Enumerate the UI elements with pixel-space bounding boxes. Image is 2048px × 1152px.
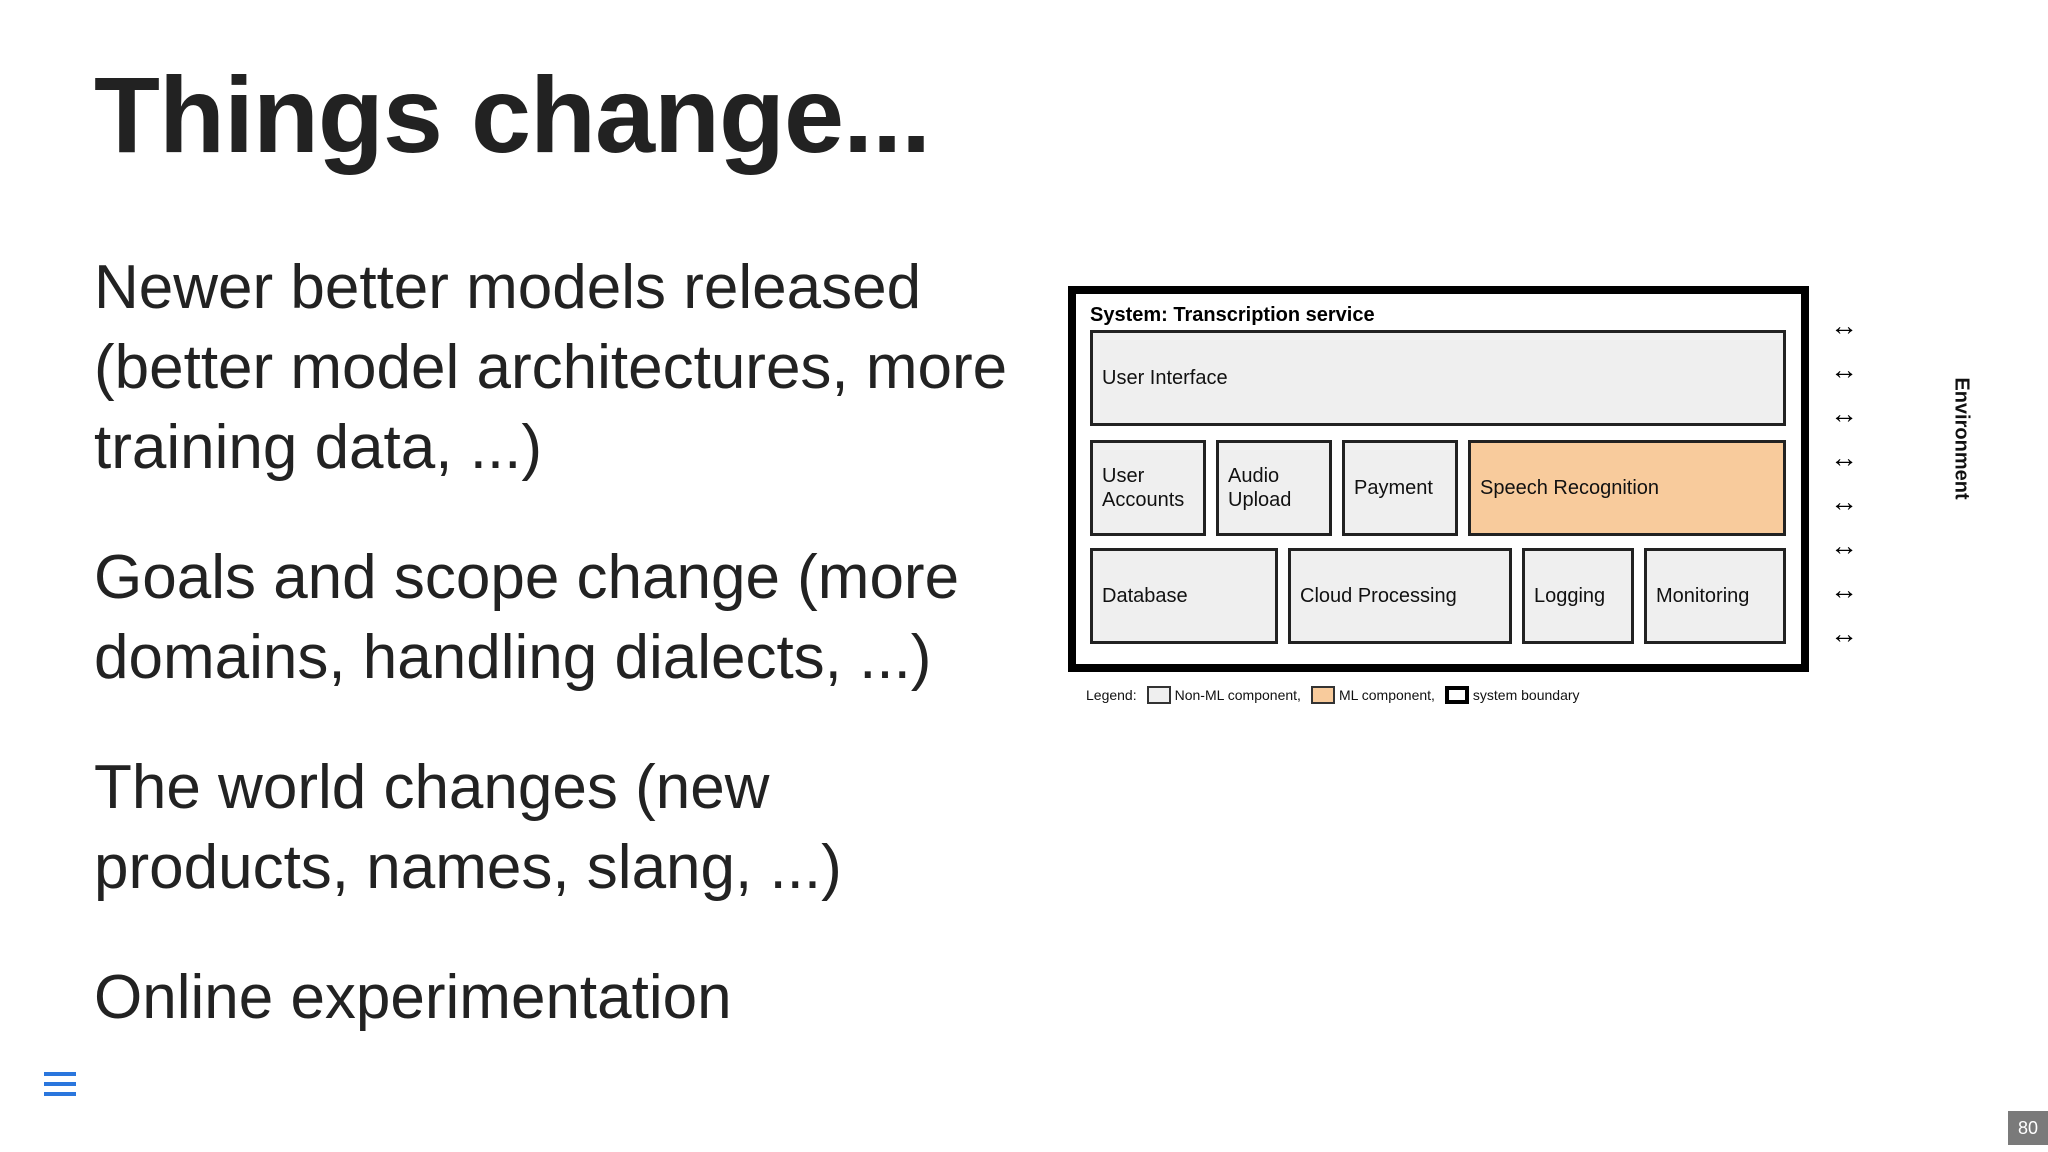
bidirectional-arrow-icon: ↔ — [1830, 310, 1858, 341]
component-cloud-processing: Cloud Processing — [1288, 548, 1512, 644]
menu-icon[interactable] — [44, 1072, 76, 1102]
system-label: System: Transcription service — [1090, 304, 1375, 326]
bidirectional-arrow-icon: ↔ — [1830, 354, 1858, 385]
bidirectional-arrow-icon: ↔ — [1830, 486, 1858, 517]
page-number: 80 — [2008, 1111, 2048, 1145]
bidirectional-arrow-icon: ↔ — [1830, 618, 1858, 649]
component-label: Database — [1102, 585, 1188, 607]
bidirectional-arrow-icon: ↔ — [1830, 442, 1858, 473]
component-label: Payment — [1354, 477, 1433, 499]
bullet-list: Newer better models released (better mod… — [94, 248, 1024, 1088]
component-label: Speech Recognition — [1480, 477, 1660, 499]
legend-swatch-ml — [1310, 686, 1335, 704]
component-label: Audio Upload — [1228, 464, 1291, 512]
component-speech-recognition: Speech Recognition — [1468, 440, 1786, 536]
environment-label: Environment — [1950, 377, 1973, 500]
legend-boundary: system boundary — [1472, 687, 1580, 703]
diagram-legend: Legend: Non-ML component, ML component, … — [1086, 686, 1580, 704]
component-database: Database — [1090, 548, 1278, 644]
component-label: Cloud Processing — [1300, 585, 1457, 607]
component-payment: Payment — [1342, 440, 1458, 536]
component-label: User Accounts — [1102, 464, 1184, 512]
component-user-interface: User Interface — [1090, 330, 1786, 426]
component-audio-upload: Audio Upload — [1216, 440, 1332, 536]
component-label-line: Upload — [1228, 489, 1292, 511]
bullet-item: Online experimentation — [94, 963, 732, 1032]
component-label: Logging — [1534, 585, 1606, 607]
bullet-item: Goals and scope change (more domains, ha… — [94, 543, 960, 692]
component-user-accounts: User Accounts — [1090, 440, 1206, 536]
component-label-line: Accounts — [1102, 489, 1185, 511]
component-label: Monitoring — [1656, 585, 1750, 607]
component-label-line: Audio — [1228, 465, 1280, 487]
architecture-diagram: System: Transcription service User Inter… — [1060, 282, 1973, 722]
bidirectional-arrow-icon: ↔ — [1830, 398, 1858, 429]
component-logging: Logging — [1522, 548, 1634, 644]
component-label-line: User — [1102, 465, 1145, 487]
bullet-item: Newer better models released (better mod… — [94, 253, 1008, 482]
legend-swatch-non-ml — [1146, 686, 1171, 704]
bullet-item: The world changes (new products, names, … — [94, 753, 842, 902]
component-monitoring: Monitoring — [1644, 548, 1786, 644]
bidirectional-arrow-icon: ↔ — [1830, 574, 1858, 605]
legend-ml: ML component, — [1338, 687, 1435, 703]
slide-title: Things change... — [94, 54, 931, 175]
legend-non-ml: Non-ML component, — [1174, 687, 1301, 703]
system-boundary: System: Transcription service User Inter… — [1068, 286, 1809, 672]
bidirectional-arrow-icon: ↔ — [1830, 530, 1858, 561]
legend-label: Legend: — [1086, 687, 1137, 703]
legend-swatch-boundary — [1444, 686, 1469, 704]
component-label: User Interface — [1102, 367, 1228, 389]
